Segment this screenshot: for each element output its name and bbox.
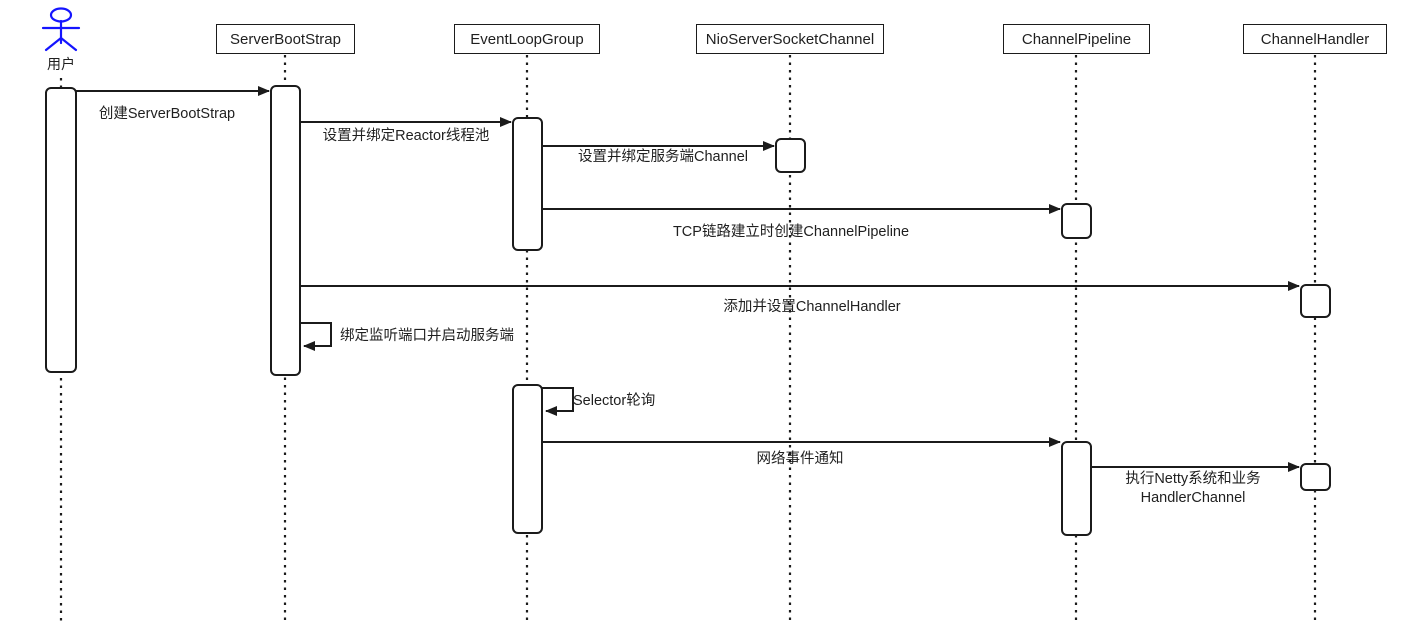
activation-handler-1 bbox=[1300, 284, 1331, 318]
message-label-m3: 设置并绑定服务端Channel bbox=[577, 149, 748, 165]
message-arrow-m6 bbox=[300, 322, 332, 351]
participant-box-eventloop[interactable]: EventLoopGroup bbox=[454, 24, 600, 54]
activation-eventloop-1 bbox=[512, 117, 543, 251]
message-label-m5: 添加并设置ChannelHandler bbox=[723, 299, 901, 315]
participant-box-handler[interactable]: ChannelHandler bbox=[1243, 24, 1387, 54]
message-label-m1: 创建ServerBootStrap bbox=[98, 106, 236, 122]
message-arrow-m7 bbox=[542, 387, 574, 416]
message-arrows bbox=[76, 86, 1300, 472]
participant-label-bootstrap: ServerBootStrap bbox=[230, 31, 341, 48]
activation-handler-2 bbox=[1300, 463, 1331, 491]
activation-eventloop-2 bbox=[512, 384, 543, 534]
participant-label-pipeline: ChannelPipeline bbox=[1021, 31, 1132, 48]
activation-pipeline-1 bbox=[1061, 203, 1092, 239]
message-label-m8: 网络事件通知 bbox=[756, 451, 844, 467]
message-label-m9: 执行Netty系统和业务 HandlerChannel bbox=[1125, 471, 1261, 506]
activation-bootstrap-1 bbox=[270, 85, 301, 376]
participant-box-niochannel[interactable]: NioServerSocketChannel bbox=[696, 24, 884, 54]
lifeline-dashes bbox=[59, 55, 1317, 625]
message-label-m7: Selector轮询 bbox=[573, 393, 656, 409]
activation-pipeline-2 bbox=[1061, 441, 1092, 536]
actor-user-icon bbox=[41, 7, 81, 52]
activation-user-1 bbox=[45, 87, 77, 373]
activation-bars bbox=[45, 85, 1331, 536]
participant-label-eventloop: EventLoopGroup bbox=[470, 31, 584, 48]
message-label-m6: 绑定监听端口并启动服务端 bbox=[340, 328, 514, 344]
participant-box-bootstrap[interactable]: ServerBootStrap bbox=[216, 24, 355, 54]
participant-label-user: 用户 bbox=[47, 56, 75, 72]
participant-label-niochannel: NioServerSocketChannel bbox=[705, 31, 875, 48]
message-label-m4: TCP链路建立时创建ChannelPipeline bbox=[672, 224, 910, 240]
participant-label-handler: ChannelHandler bbox=[1260, 31, 1370, 48]
participant-box-pipeline[interactable]: ChannelPipeline bbox=[1003, 24, 1150, 54]
message-label-m2: 设置并绑定Reactor线程池 bbox=[322, 128, 490, 144]
activation-niochannel-1 bbox=[775, 138, 806, 173]
